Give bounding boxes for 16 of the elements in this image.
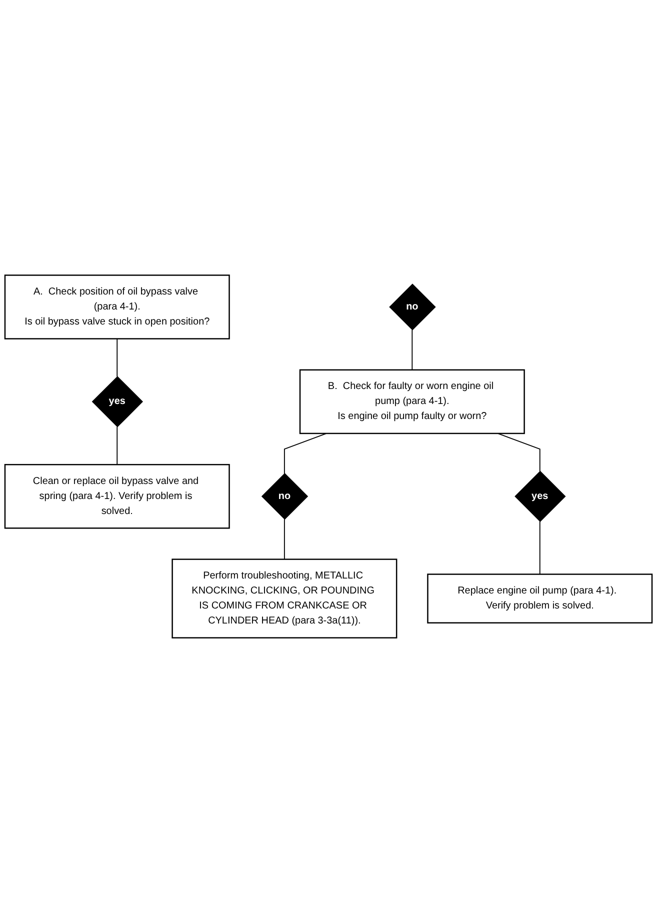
node-box: Perform troubleshooting, METALLIC KNOCKING, CLICKING, OR POUNDING IS COMING FROM CRANKCASE OR CYLINDER HEAD (para 3-3a(11)).	[172, 558, 398, 638]
connector	[497, 432, 540, 472]
node-diamond: no	[389, 284, 436, 330]
connector	[284, 432, 327, 474]
connector	[539, 521, 540, 575]
connector	[412, 329, 413, 370]
node-box: A. Check position of oil bypass valve (para 4-1). Is oil bypass valve stuck in open position?	[4, 274, 230, 340]
node-box: B. Check for faulty or worn engine oil pump (para 4-1). Is engine oil pump faulty or worn?	[299, 369, 525, 434]
connector	[116, 338, 118, 377]
connector	[116, 426, 118, 466]
node-box: Replace engine oil pump (para 4-1). Verify problem is solved.	[427, 574, 653, 624]
node-diamond: yes	[514, 470, 566, 522]
connector	[284, 518, 285, 560]
node-diamond: no	[261, 473, 308, 520]
node-diamond: yes	[92, 376, 144, 428]
node-box: Clean or replace oil bypass valve and spring (para 4-1). Verify problem is solved.	[4, 464, 230, 529]
